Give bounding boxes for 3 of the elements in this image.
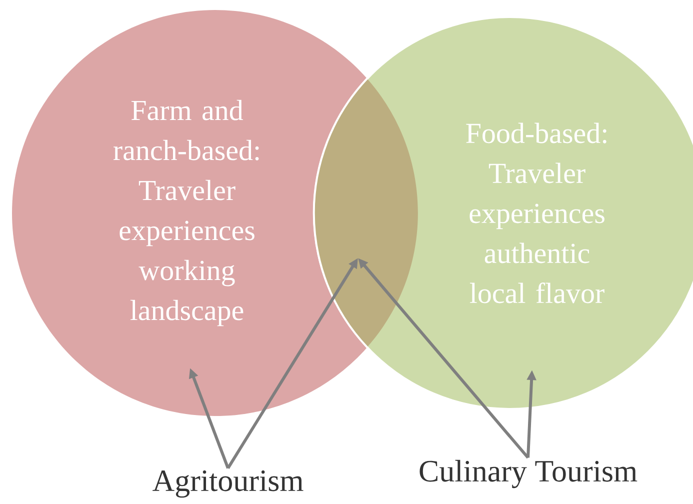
overlap-area	[312, 78, 418, 348]
label: Agritourism	[152, 470, 304, 498]
label: Culinary Tourism	[420, 460, 638, 488]
